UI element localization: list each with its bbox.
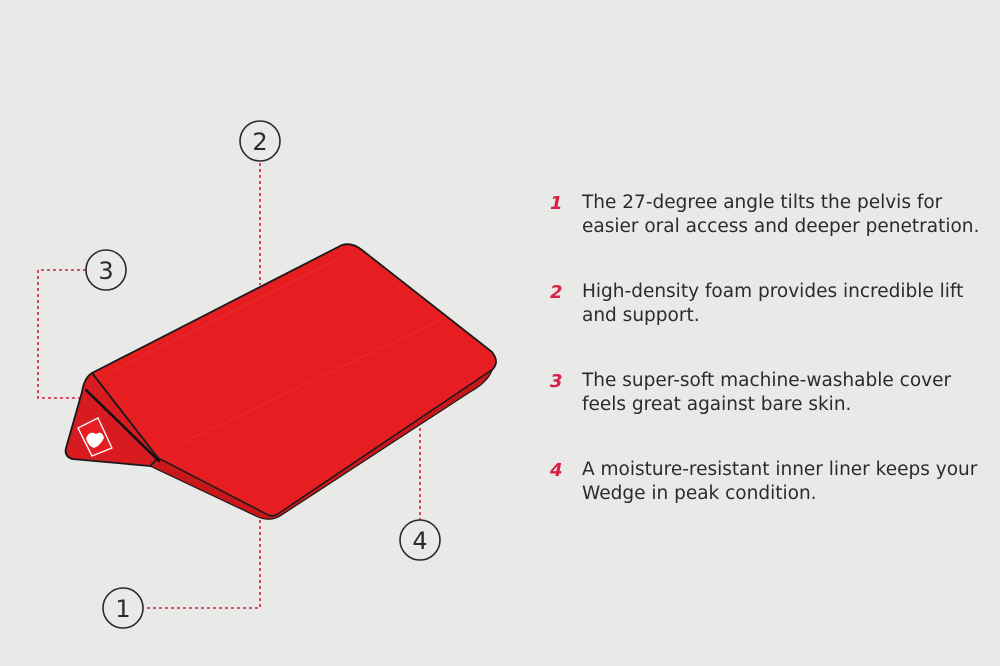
callout-markers: 2 3 4 1: [85, 120, 441, 629]
wedge-top-face: [91, 243, 497, 517]
logo-patch: [77, 417, 113, 457]
leader-lines: [37, 163, 421, 609]
feature-item-1: 1 The 27-degree angle tilts the pelvis f…: [550, 191, 990, 239]
feature-item-2: 2 High-density foam provides incredible …: [550, 280, 990, 328]
callout-1-label: 1: [115, 595, 130, 623]
feature-number-3: 3: [550, 371, 563, 392]
leader-line-1: [144, 520, 261, 609]
leader-line-3: [37, 269, 86, 399]
feature-text-4: A moisture-resistant inner liner keeps y…: [582, 459, 978, 504]
callout-3: 3: [85, 249, 127, 291]
feature-list: 1 The 27-degree angle tilts the pelvis f…: [550, 191, 990, 506]
callout-4: 4: [399, 519, 441, 561]
feature-number-2: 2: [550, 282, 563, 303]
wedge-texture: [109, 257, 441, 445]
feature-text-3: The super-soft machine-washable cover fe…: [582, 370, 952, 415]
wedge-illustration: [64, 243, 497, 520]
callout-2-label: 2: [252, 128, 267, 156]
callout-2: 2: [239, 120, 281, 162]
feature-item-4: 4 A moisture-resistant inner liner keeps…: [550, 458, 990, 506]
feature-text-1: The 27-degree angle tilts the pelvis for…: [582, 192, 980, 237]
feature-number-1: 1: [550, 193, 563, 214]
callout-1: 1: [102, 587, 144, 629]
zipper-line: [84, 388, 161, 463]
callout-4-label: 4: [412, 527, 427, 555]
feature-text-2: High-density foam provides incredible li…: [582, 281, 964, 326]
wedge-front-band: [149, 369, 493, 520]
callout-3-label: 3: [98, 257, 113, 285]
feature-number-4: 4: [550, 460, 563, 481]
feature-item-3: 3 The super-soft machine-washable cover …: [550, 369, 990, 417]
